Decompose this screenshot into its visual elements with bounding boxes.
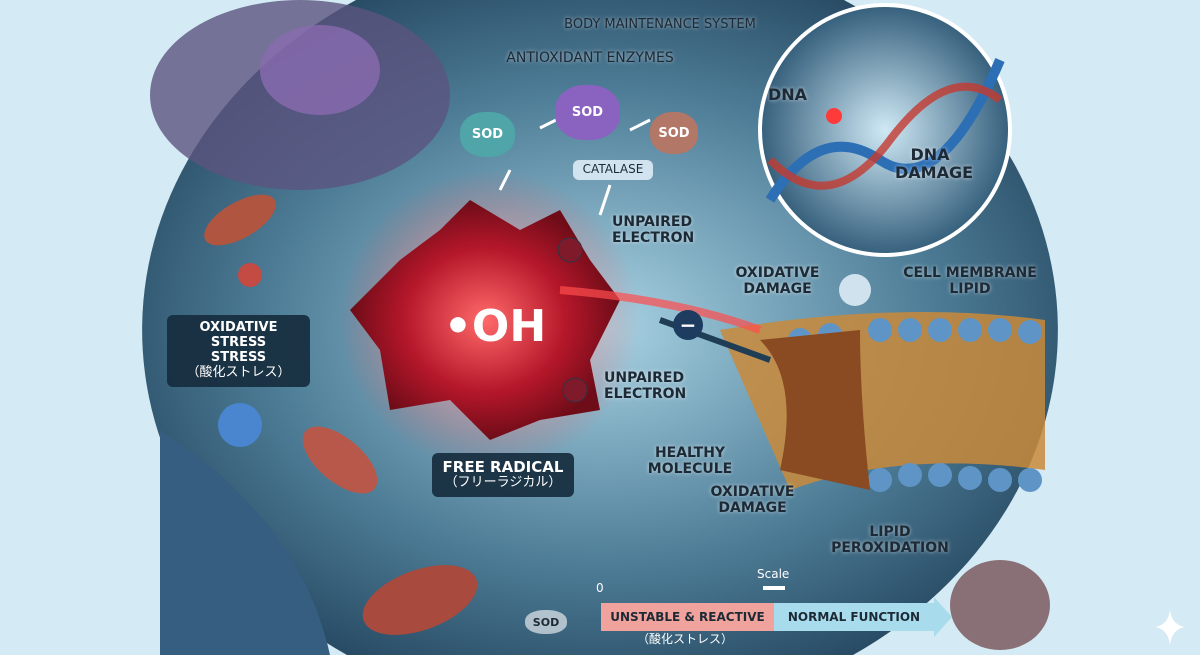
electron-sign: − (679, 313, 697, 337)
stress-sub: （酸化ストレス） (186, 364, 291, 380)
oxidative-damage-label: OXIDATIVE DAMAGE (735, 265, 820, 298)
scale-marker (763, 586, 785, 590)
scale-label: Scale (757, 567, 790, 581)
dna-damage-label: DNA DAMAGE (895, 145, 974, 183)
mitochondrion (204, 194, 276, 246)
healthy-molecule-label: HEALTHY MOLECULE (647, 445, 733, 478)
free-radical-title: FREE RADICAL (442, 458, 564, 476)
molecule (218, 403, 262, 447)
catalase-label: CATALASE (573, 160, 653, 180)
electron-bottom (562, 377, 588, 403)
lipid-peroxidation-label: LIPID PEROXIDATION (831, 524, 949, 557)
dna-inset (758, 3, 1012, 257)
unpaired-electron-label: UNPAIRED ELECTRON (604, 370, 687, 403)
arrow-head-icon (934, 597, 952, 637)
sparkle-icon (1155, 610, 1185, 645)
sod-enzyme: SOD (460, 112, 515, 157)
stress-line2: STRESS (210, 349, 267, 365)
enzymes-title: ANTIOXIDANT ENZYMES (506, 50, 674, 66)
normal-segment: NORMAL FUNCTION (774, 603, 934, 631)
electron-top (557, 237, 583, 263)
unpaired-electron-label: UNPAIRED ELECTRON (612, 214, 695, 247)
damaged-lipid (760, 330, 870, 490)
sod-enzyme: SOD (525, 610, 567, 634)
electron-icon (673, 310, 703, 340)
cell-membrane-label: CELL MEMBRANE LIPID (903, 265, 1037, 298)
free-radical-sub: （フリーラジカル） (444, 475, 562, 491)
sod-enzyme: SOD (555, 85, 620, 140)
scale-left-sub: （酸化ストレス） (636, 632, 733, 646)
membrane-left (160, 430, 330, 655)
unstable-segment: UNSTABLE & REACTIVE (601, 603, 774, 631)
oxidative-stress-box: OXIDATIVE STRESS STRESS （酸化ストレス） (167, 315, 310, 387)
stress-line1: OXIDATIVE STRESS (199, 320, 278, 350)
oxidative-damage-label: OXIDATIVE DAMAGE (710, 484, 795, 517)
sod-enzyme: SOD (650, 112, 698, 154)
system-title: BODY MAINTENANCE SYSTEM (564, 17, 756, 32)
free-radical-blob (350, 200, 620, 440)
free-radical-box: FREE RADICAL （フリーラジカル） (432, 453, 574, 498)
dna-label: DNA (768, 85, 808, 104)
scale-zero: 0 (596, 581, 604, 595)
hydroxyl-symbol: •OH (443, 301, 547, 352)
